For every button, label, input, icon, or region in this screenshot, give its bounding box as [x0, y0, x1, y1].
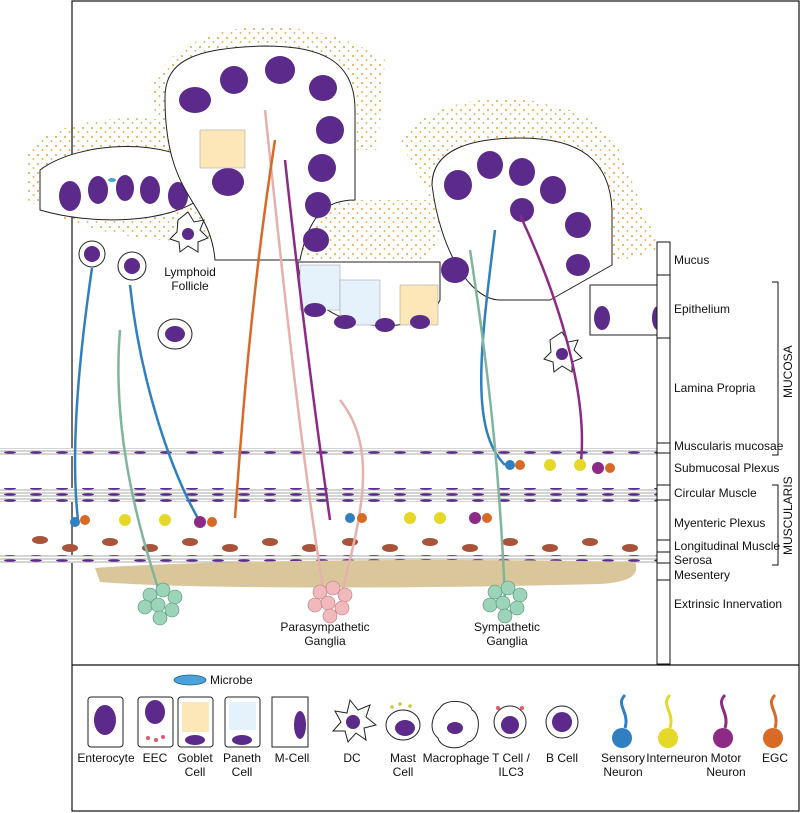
enterocyte-icon — [87, 696, 124, 748]
villus-left — [39, 146, 206, 221]
legend-label-dc: DC — [343, 751, 361, 765]
legend-label-goblet: Goblet — [177, 751, 213, 765]
t-cell-icon — [493, 705, 527, 739]
mesentery-band — [95, 560, 637, 588]
annotation-sympathetic-ganglia: Ganglia — [486, 634, 528, 648]
legend-label-paneth-cell: Cell — [231, 765, 253, 779]
legend-label-enterocyte: Enterocyte — [77, 751, 135, 765]
microbe-icon — [173, 674, 207, 686]
annotation-parasympathetic-ganglia: Ganglia — [304, 634, 346, 648]
layer-label-longitudinal-muscle: Longitudinal Muscle — [674, 539, 781, 553]
crypt-center — [297, 261, 441, 332]
legend-label-microbe: Microbe — [210, 673, 253, 687]
goblet-cell-icon — [177, 696, 214, 748]
annotation-lymphoid: Lymphoid — [164, 265, 216, 279]
immune-cells — [78, 211, 583, 373]
myenteric-plexus-ganglia — [70, 512, 492, 528]
legend-label-paneth: Paneth — [222, 751, 262, 765]
legend-label-mast-cell: Cell — [392, 765, 414, 779]
layer-label-extrinsic-innervation: Extrinsic Innervation — [674, 597, 783, 611]
muscle-layers — [0, 448, 660, 588]
legend-label-mast: Mast — [389, 751, 417, 765]
macrophage-icon — [431, 701, 479, 749]
legend-label-m-cell: M-Cell — [274, 751, 310, 765]
legend-label-motor: Motor — [710, 751, 742, 765]
interneuron-icon — [658, 693, 678, 748]
layer-label-myenteric-plexus: Myenteric Plexus — [674, 516, 766, 530]
legend-label-b-cell: B Cell — [545, 751, 579, 765]
eec-icon — [137, 696, 174, 748]
layer-label-lamina-propria: Lamina Propria — [674, 381, 756, 395]
submucosal-plexus-ganglia — [505, 459, 615, 474]
egc-icon — [763, 693, 783, 748]
legend-label-goblet-cell: Cell — [184, 765, 206, 779]
legend-label-sensory: Sensory — [600, 751, 646, 765]
legend-label-macrophage: Macrophage — [422, 751, 490, 765]
sensory-neuron-icon — [612, 693, 632, 748]
legend-label-interneuron: Interneuron — [646, 751, 708, 765]
legend-label-egc: EGC — [761, 751, 789, 765]
annotation-parasympathetic: Parasympathetic — [280, 620, 370, 634]
legend-icons — [87, 674, 783, 749]
layer-label-mucus: Mucus — [674, 253, 710, 267]
layer-label-serosa: Serosa — [674, 553, 713, 567]
legend-label-ilc3: ILC3 — [498, 765, 524, 779]
villus-tall — [164, 45, 356, 261]
annotation-sympathetic: Sympathetic — [473, 620, 541, 634]
layer-label-mesentery: Mesentery — [674, 568, 731, 582]
left-ganglion — [137, 582, 183, 626]
b-cell-icon — [545, 705, 579, 739]
annotation-follicle: Follicle — [171, 279, 209, 293]
layer-label-circular-muscle: Circular Muscle — [674, 486, 757, 500]
paneth-cell-icon — [224, 696, 261, 748]
layer-label-epithelium: Epithelium — [674, 302, 731, 316]
layer-label-submucosal-plexus: Submucosal Plexus — [674, 461, 780, 475]
outer-frame — [71, 0, 800, 812]
dc-icon — [331, 698, 378, 744]
villus-fragment — [589, 284, 664, 336]
m-cell-icon — [271, 696, 309, 748]
layer-label-column — [656, 241, 779, 665]
legend-label-sensory-neuron: Neuron — [603, 765, 643, 779]
nerve-fibers — [73, 109, 584, 601]
motor-neuron-icon — [713, 693, 733, 748]
legend-label-eec: EEC — [142, 751, 168, 765]
group-label-mucosa: MUCOSA — [781, 345, 795, 398]
group-label-muscularis: MUSCULARIS — [781, 476, 795, 555]
extrinsic-ganglia — [137, 580, 528, 626]
legend-label-t-cell: T Cell / — [492, 751, 530, 765]
layer-label-muscularis-mucosae: Muscularis mucosae — [674, 439, 784, 453]
mast-cell-icon — [385, 702, 421, 741]
parasympathetic-ganglion — [307, 580, 353, 624]
legend-label-motor-neuron: Neuron — [706, 765, 746, 779]
sympathetic-ganglion — [482, 580, 528, 624]
